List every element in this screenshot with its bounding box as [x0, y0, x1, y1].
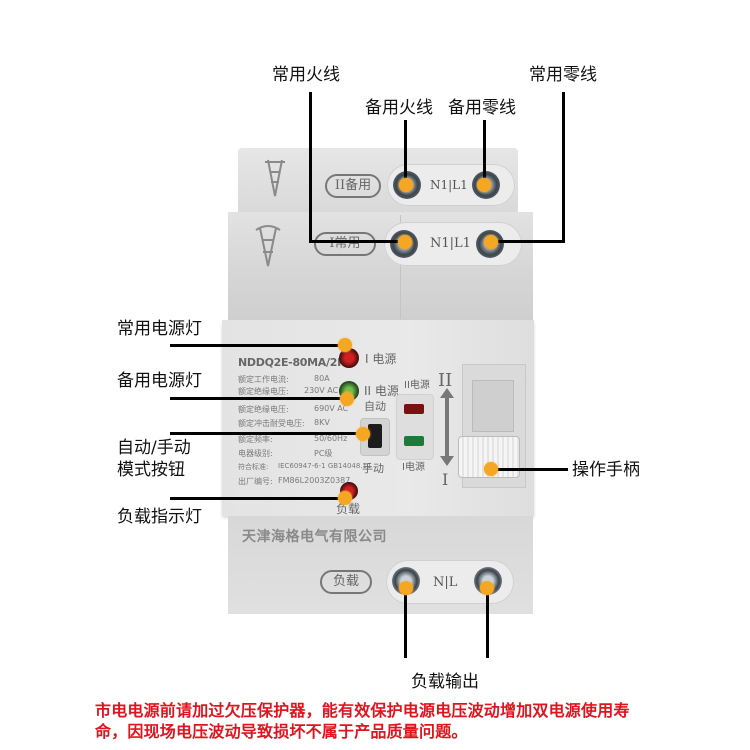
spec-label: 符合标准: [238, 463, 269, 471]
callout-backup-live: 备用火线 [365, 98, 433, 118]
callout-line [486, 590, 489, 658]
source1-led-label: I 电源 [365, 352, 397, 366]
marker-dot [398, 235, 412, 249]
load-tag: 负载 [320, 570, 372, 594]
main-tag: I常用 [314, 232, 376, 256]
spec-value: 690V AC [314, 404, 349, 413]
spec-row: 额定工作电流: 80A [238, 374, 330, 385]
spec-value: 8KV [314, 418, 330, 427]
spec-row: 额定绝缘电压: 690V AC [238, 404, 348, 415]
source1-led [339, 348, 359, 368]
marker-dot [480, 581, 494, 595]
handle-window [472, 380, 514, 432]
terminal-label-top: N1|L1 [430, 178, 468, 192]
source2-indicator [404, 404, 424, 414]
callout-line [490, 240, 565, 243]
device-seam [400, 215, 401, 319]
spec-label: 额定绝缘电压: [238, 387, 289, 396]
callout-main-live: 常用火线 [272, 65, 340, 85]
callout-line [483, 120, 486, 184]
source2-led-label: II 电源 [364, 384, 399, 398]
callout-load-indicator: 负载指示灯 [117, 507, 202, 527]
tower-logo-icon [255, 225, 281, 267]
callout-main-power-light: 常用电源灯 [117, 319, 202, 339]
callout-operating-handle: 操作手柄 [572, 460, 640, 480]
callout-backup-power-light: 备用电源灯 [117, 371, 202, 391]
marker-dot [340, 392, 354, 406]
position-arrow-icon [445, 392, 449, 458]
spec-value: 80A [314, 374, 330, 383]
spec-row: 额定绝缘电压: 230V AC [238, 386, 338, 397]
mode-button-key[interactable] [368, 424, 382, 448]
spec-label: 出厂编号: [238, 477, 273, 486]
terminal-label-bottom: N|L [433, 575, 458, 590]
marker-dot [484, 235, 498, 249]
spec-value: IEC60947-6-1 GB14048.11 [278, 462, 372, 470]
spec-value: 230V AC [304, 386, 339, 395]
callout-line [404, 120, 407, 184]
spec-row: 额定频率: 50/60Hz [238, 434, 347, 445]
auto-label: 自动 [364, 400, 386, 413]
marker-dot [338, 491, 352, 505]
marker-dot [399, 581, 413, 595]
terminal-label-mid: N1|L1 [430, 236, 471, 251]
load-led-label: 负载 [336, 502, 361, 516]
spec-value: 50/60Hz [314, 434, 348, 443]
spec-label: 额定冲击耐受电压: [238, 419, 305, 428]
panel-source1-label: I电源 [402, 462, 425, 473]
spec-label: 额定绝缘电压: [238, 405, 289, 414]
callout-load-output: 负载输出 [411, 672, 479, 692]
model-number: NDDQ2E-80MA/2P [238, 356, 345, 369]
arrow-down-icon [440, 456, 454, 466]
callout-line [309, 92, 312, 242]
callout-line [309, 240, 405, 243]
spec-row: 符合标准: IEC60947-6-1 GB14048.11 [238, 462, 371, 472]
spec-row: 电器级别: PC级 [238, 448, 332, 459]
marker-dot [399, 178, 413, 192]
manual-label: 手动 [362, 462, 384, 475]
callout-line [170, 432, 366, 435]
callout-line [170, 497, 346, 500]
callout-backup-neutral: 备用零线 [448, 98, 516, 118]
callout-line [562, 92, 565, 242]
source1-indicator [404, 436, 424, 446]
spec-row: 额定冲击耐受电压: 8KV [238, 418, 330, 429]
backup-tag: II备用 [325, 174, 381, 198]
callout-mode-button-line1: 自动/手动 [117, 438, 191, 458]
tower-logo-icon [265, 159, 285, 197]
marker-dot [338, 338, 352, 352]
position-bottom-label: I [442, 470, 449, 489]
marker-dot [484, 462, 498, 476]
position-top-label: II [438, 370, 453, 391]
warning-text: 市电电源前请加过欠压保护器，能有效保护电源电压波动增加双电源使用寿命，因现场电压… [95, 701, 630, 741]
spec-label: 额定频率: [238, 435, 273, 444]
arrow-up-icon [440, 388, 454, 398]
spec-label: 电器级别: [238, 449, 273, 458]
callout-main-neutral: 常用零线 [529, 65, 597, 85]
spec-value: FM86L2003Z0387 [278, 476, 351, 485]
callout-line [170, 397, 346, 400]
spec-row: 出厂编号: FM86L2003Z0387 [238, 476, 350, 487]
spec-label: 额定工作电流: [238, 375, 289, 384]
panel-source2-label: II电源 [404, 380, 430, 391]
callout-line [170, 344, 346, 347]
callout-line [490, 468, 568, 471]
callout-mode-button-line2: 模式按钮 [117, 460, 185, 480]
callout-line [404, 590, 407, 658]
marker-dot [356, 427, 370, 441]
spec-value: PC级 [314, 449, 333, 458]
company-name: 天津海格电气有限公司 [242, 529, 387, 545]
marker-dot [477, 178, 491, 192]
